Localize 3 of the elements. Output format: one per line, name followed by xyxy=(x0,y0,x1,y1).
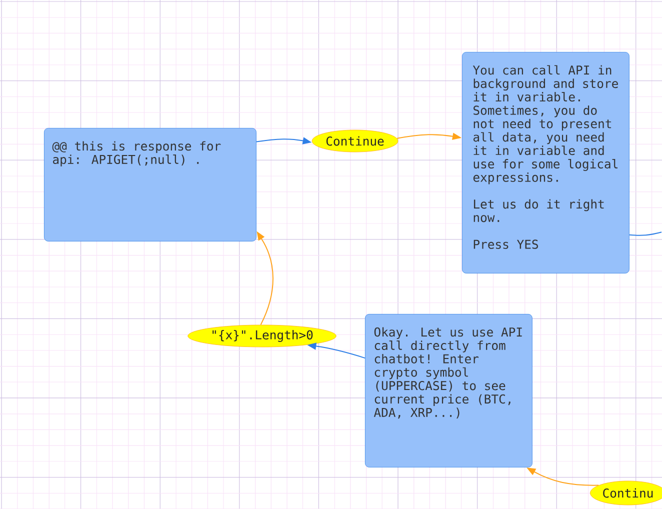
text-box: You can call API in background and store it in variable. Sometimes, you do not need to present all data, you need it in variable and use for some logical expressions. Let us do it right now. Press YES xyxy=(462,52,630,274)
text-box: @@ this is response for api: APIGET(;null) . xyxy=(44,128,256,242)
text-box: Okay. Let us use API call directly from chatbot! Enter crypto symbol (UPPERCASE) to see current price (BTC, ADA, XRP...) xyxy=(365,314,532,468)
